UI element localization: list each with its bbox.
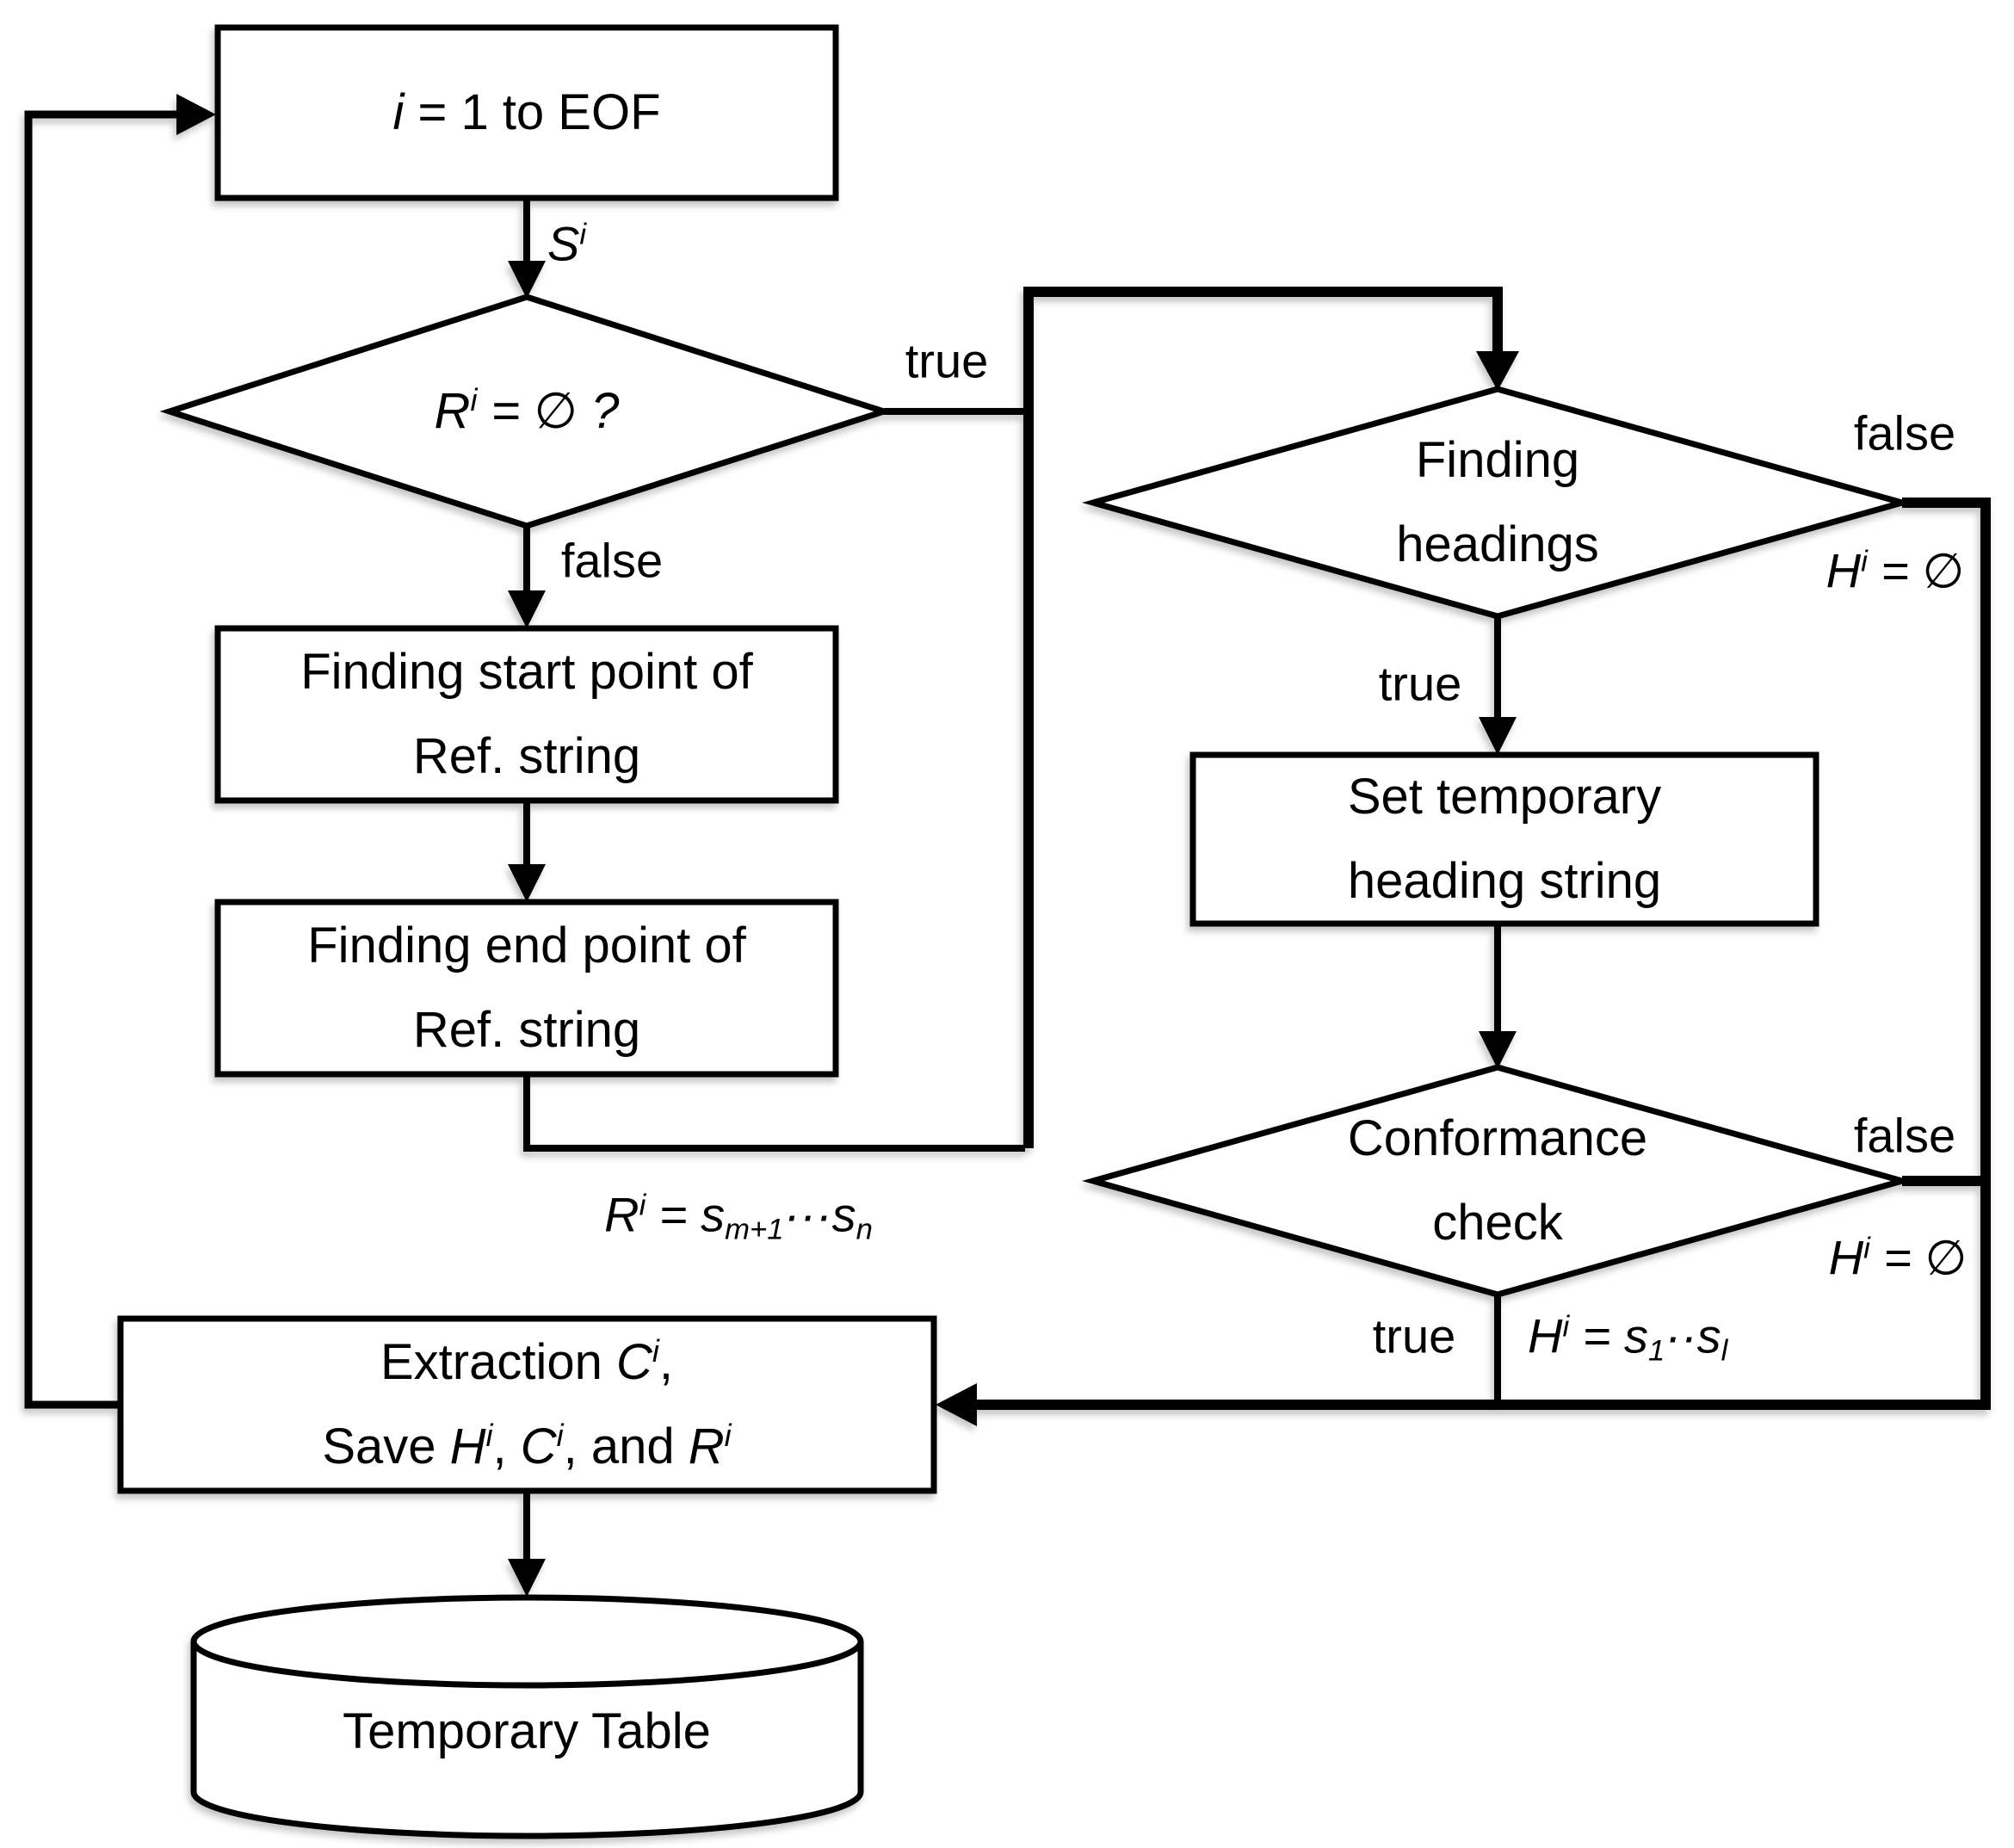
edge-label-conformance-false-assign: Hi = ∅ xyxy=(1828,1230,1968,1285)
set-temp-line-1: Set temporary xyxy=(1347,769,1662,825)
temp-table-label: Temporary Table xyxy=(343,1703,711,1759)
temp-table-cylinder-top xyxy=(190,1594,864,1689)
loop-box-shape xyxy=(214,24,839,201)
arrowhead-into-temp-table xyxy=(508,1559,546,1597)
find-start-box-shape xyxy=(214,625,839,804)
edge-label-heading-assign: Hi = s1··sl xyxy=(1528,1308,1728,1368)
edge-label-headings-false-assign: Hi = ∅ xyxy=(1826,543,1965,598)
find-end-box-shape xyxy=(214,899,839,1078)
arrowhead-into-set-temp xyxy=(1479,717,1517,755)
edge-label-ref-empty-true: true xyxy=(905,333,989,388)
edge-label-ref-assign: Ri = sm+1···sn xyxy=(604,1187,873,1246)
extract-save-box-shape xyxy=(117,1315,937,1494)
extract-save-line-2: Save Hi, Ci, and Ri xyxy=(322,1418,732,1474)
edge-label-conformance-false: false xyxy=(1853,1108,1956,1163)
edge-label-headings-false: false xyxy=(1853,405,1956,460)
edge-label-s-input: Si xyxy=(547,216,587,271)
set-temp-line-2: heading string xyxy=(1347,853,1662,909)
find-end-line-2: Ref. string xyxy=(412,1002,641,1058)
connector-merge-to-find-headings xyxy=(1023,287,1503,1148)
arrowhead-into-find-start xyxy=(508,590,546,628)
edge-label-ref-empty-false: false xyxy=(560,533,664,588)
connector-find-end-elbow xyxy=(523,1074,1025,1152)
arrowhead-into-conformance xyxy=(1479,1031,1517,1069)
find-start-line-2: Ref. string xyxy=(412,728,641,784)
find-end-line-1: Finding end point of xyxy=(307,918,746,973)
extract-save-line-1: Extraction Ci, xyxy=(380,1333,674,1390)
loop-box-label: i = 1 to EOF xyxy=(392,84,661,140)
arrowheads xyxy=(176,94,1519,1597)
conformance-line-2: check xyxy=(1432,1195,1563,1251)
conformance-line-1: Conformance xyxy=(1347,1110,1648,1166)
arrowhead-into-find-headings xyxy=(1476,351,1519,391)
conformance-decision-shape xyxy=(1082,1064,1913,1298)
connector-loop-return xyxy=(24,110,178,1409)
set-temp-heading-box-label: Set temporary heading string xyxy=(1348,755,1661,924)
arrowhead-into-extract xyxy=(936,1383,977,1426)
shapes xyxy=(117,24,1913,1839)
arrowhead-loop-entry xyxy=(176,94,216,135)
temp-table-cylinder-body xyxy=(190,1641,864,1839)
find-start-box-label: Finding start point of Ref. string xyxy=(300,630,753,799)
connector-false-rail-to-extract xyxy=(975,498,1991,1410)
ref-empty-decision-shape xyxy=(159,294,894,529)
set-temp-heading-box-shape xyxy=(1189,751,1819,927)
find-start-line-1: Finding start point of xyxy=(300,644,753,700)
find-headings-line-2: headings xyxy=(1396,516,1599,572)
edge-label-headings-true: true xyxy=(1378,656,1462,711)
find-end-box-label: Finding end point of Ref. string xyxy=(307,904,745,1072)
find-headings-decision-label: Finding headings xyxy=(1396,418,1598,587)
extract-save-box-label: Extraction Ci, Save Hi, Ci, and Ri xyxy=(322,1320,731,1489)
ref-empty-decision-label: Ri = ∅ ? xyxy=(434,382,620,439)
find-headings-decision-shape xyxy=(1082,386,1913,620)
arrowhead-into-find-end xyxy=(508,864,546,902)
conformance-decision-label: Conformance check xyxy=(1348,1097,1647,1265)
arrowhead-into-ref-empty xyxy=(508,261,546,299)
connectors xyxy=(24,110,1991,1561)
find-headings-line-1: Finding xyxy=(1415,432,1580,488)
edge-label-conformance-true: true xyxy=(1372,1308,1456,1363)
